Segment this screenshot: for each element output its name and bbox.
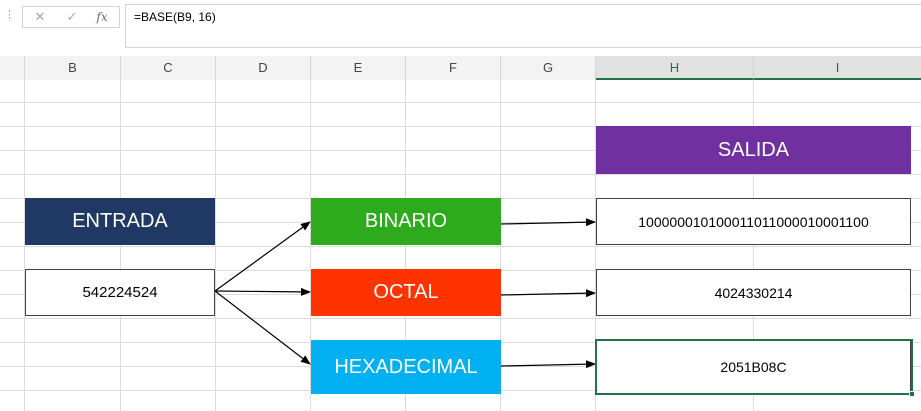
column-header-f[interactable]: F	[406, 56, 501, 80]
arrow-input-to-hex	[214, 290, 311, 365]
active-cell-selection	[595, 339, 913, 395]
formula-input[interactable]: =BASE(B9, 16)	[125, 4, 921, 48]
binario-shape[interactable]: BINARIO	[311, 198, 501, 245]
formula-bar-grip-icon[interactable]: ⋮	[4, 9, 15, 21]
octal-output-cell[interactable]: 4024330214	[596, 269, 911, 316]
formula-bar-buttons: ✕ ✓ fx	[22, 6, 120, 28]
column-header-e[interactable]: E	[311, 56, 406, 80]
hex-output-cell[interactable]: 2051B08C	[596, 340, 911, 394]
octal-shape[interactable]: OCTAL	[311, 269, 501, 316]
insert-function-icon[interactable]: fx	[96, 10, 108, 24]
arrow-octal-to-output	[500, 289, 596, 298]
formula-text: =BASE(B9, 16)	[134, 10, 216, 24]
binary-output-cell[interactable]: 100000010100011011000010001100	[596, 198, 911, 245]
arrow-hex-to-output	[500, 360, 596, 369]
entrada-shape[interactable]: ENTRADA	[25, 198, 215, 245]
column-header-a-partial[interactable]	[0, 56, 25, 80]
input-value-cell[interactable]: 542224524	[25, 269, 215, 316]
column-header-b[interactable]: B	[25, 56, 121, 80]
arrow-input-to-binario	[214, 221, 311, 292]
formula-bar: ⋮ ✕ ✓ fx =BASE(B9, 16)	[0, 0, 921, 50]
hexadecimal-shape[interactable]: HEXADECIMAL	[311, 340, 501, 394]
arrow-input-to-octal	[214, 287, 311, 296]
column-header-c[interactable]: C	[121, 56, 216, 80]
column-header-i[interactable]: I	[754, 56, 921, 80]
arrow-binario-to-output	[500, 218, 596, 227]
fill-handle[interactable]	[909, 391, 915, 397]
column-header-g[interactable]: G	[501, 56, 596, 80]
column-header-d[interactable]: D	[216, 56, 311, 80]
column-header-h[interactable]: H	[596, 56, 754, 80]
enter-icon[interactable]: ✓	[66, 9, 78, 24]
salida-shape[interactable]: SALIDA	[596, 126, 911, 174]
cancel-icon[interactable]: ✕	[34, 9, 46, 24]
